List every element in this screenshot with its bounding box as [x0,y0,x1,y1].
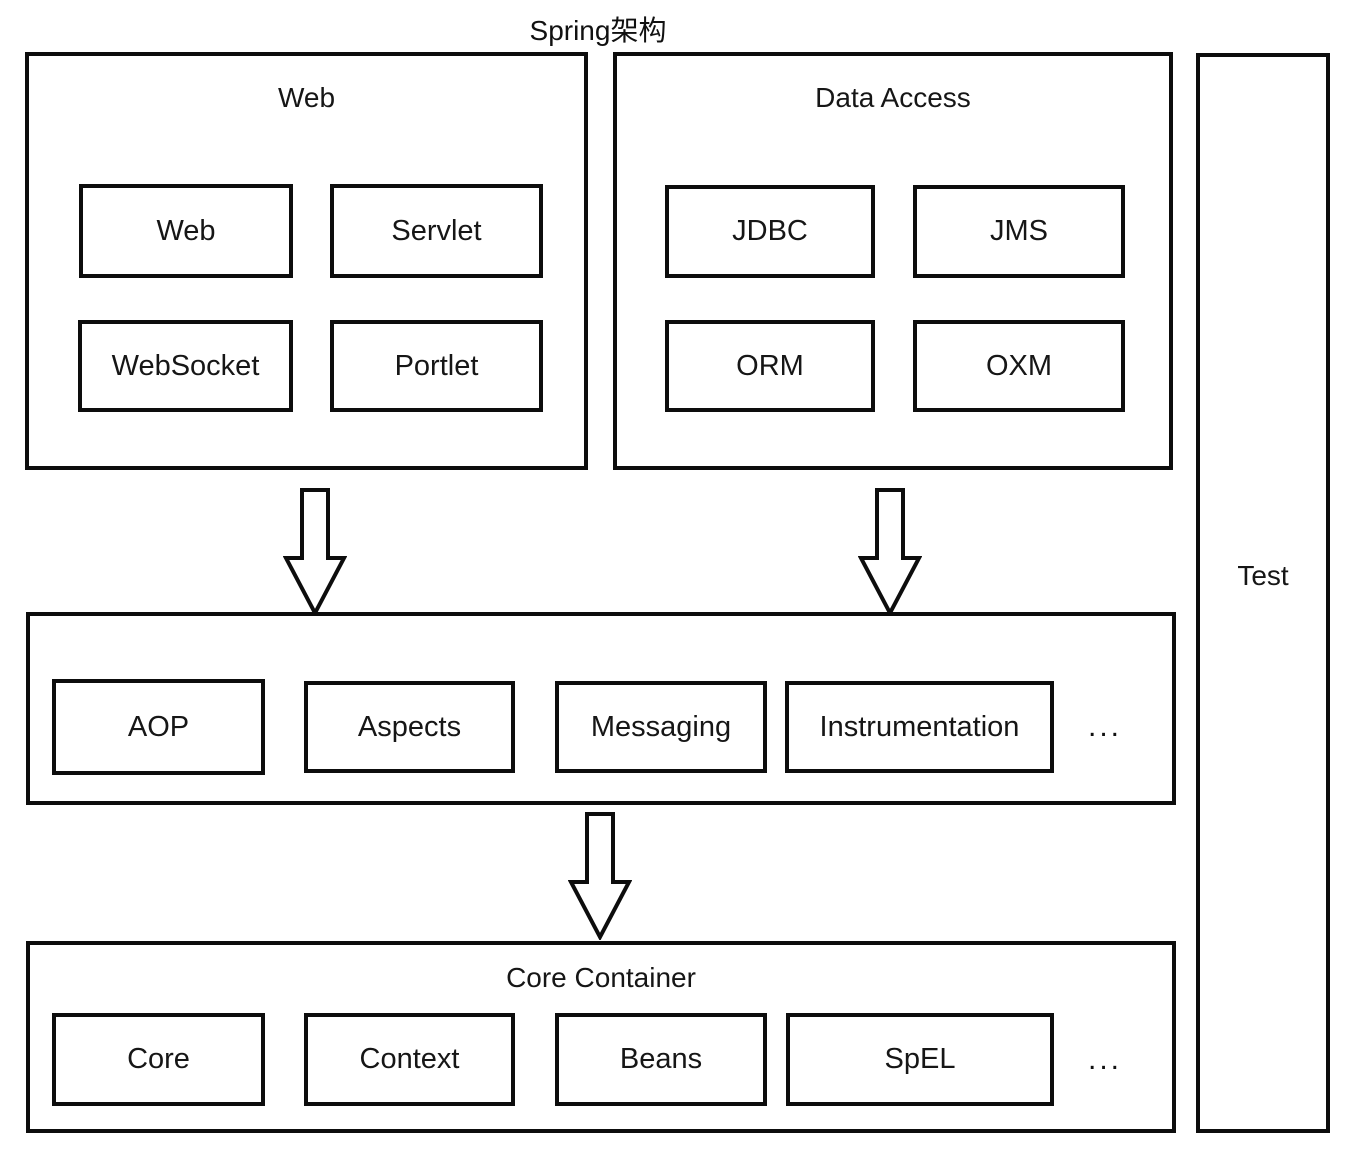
module-box-spel: SpEL [786,1013,1054,1106]
module-box-jdbc: JDBC [665,185,875,278]
module-box-oxm: OXM [913,320,1125,412]
panel-core-container-label: Core Container [506,962,696,993]
module-box-portlet: Portlet [330,320,543,412]
panel-data-access-label: Data Access [815,82,971,113]
panel-core-container: Core Container Core Context Beans SpEL .… [26,941,1176,1133]
module-box-websocket: WebSocket [78,320,293,412]
module-box-messaging: Messaging [555,681,767,773]
panel-test: Test [1196,53,1330,1133]
panel-data-access: Data Access JDBC JMS ORM OXM [613,52,1173,470]
panel-middleware: AOP Aspects Messaging Instrumentation ..… [26,612,1176,805]
arrow-data-access-to-middleware-icon [858,488,922,616]
module-box-context: Context [304,1013,515,1106]
diagram-title: Spring架构 [529,15,667,46]
middleware-ellipsis: ... [1087,710,1122,743]
module-box-orm: ORM [665,320,875,412]
module-box-jms: JMS [913,185,1125,278]
panel-web: Web Web Servlet WebSocket Portlet [25,52,588,470]
panel-web-label: Web [277,82,336,113]
module-box-aop: AOP [52,679,265,775]
module-box-beans: Beans [555,1013,767,1106]
module-box-aspects: Aspects [304,681,515,773]
core-container-ellipsis: ... [1087,1042,1122,1076]
module-box-servlet: Servlet [330,184,543,278]
arrow-web-to-middleware-icon [283,488,347,616]
module-box-instrumentation: Instrumentation [785,681,1054,773]
panel-test-label: Test [1237,560,1289,591]
arrow-middleware-to-core-icon [568,812,632,940]
module-box-web: Web [79,184,293,278]
module-box-core: Core [52,1013,265,1106]
